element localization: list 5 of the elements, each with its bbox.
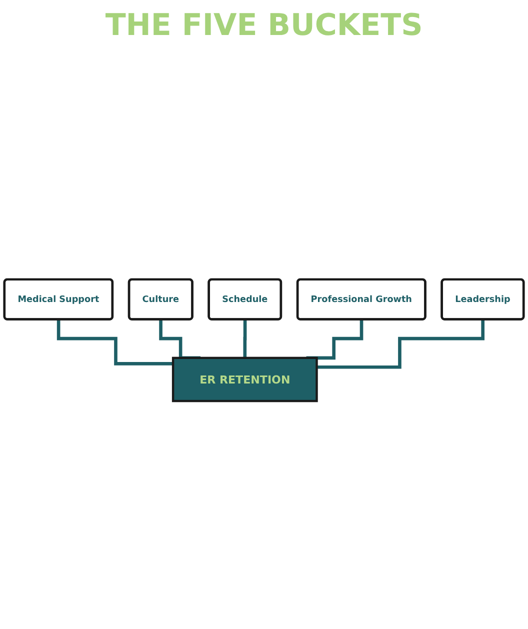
connector	[56, 318, 174, 366]
connector	[243, 318, 247, 360]
title: THE FIVE BUCKETS	[104, 8, 424, 43]
node-box: ER RETENTION	[172, 356, 318, 402]
connector	[316, 318, 485, 369]
